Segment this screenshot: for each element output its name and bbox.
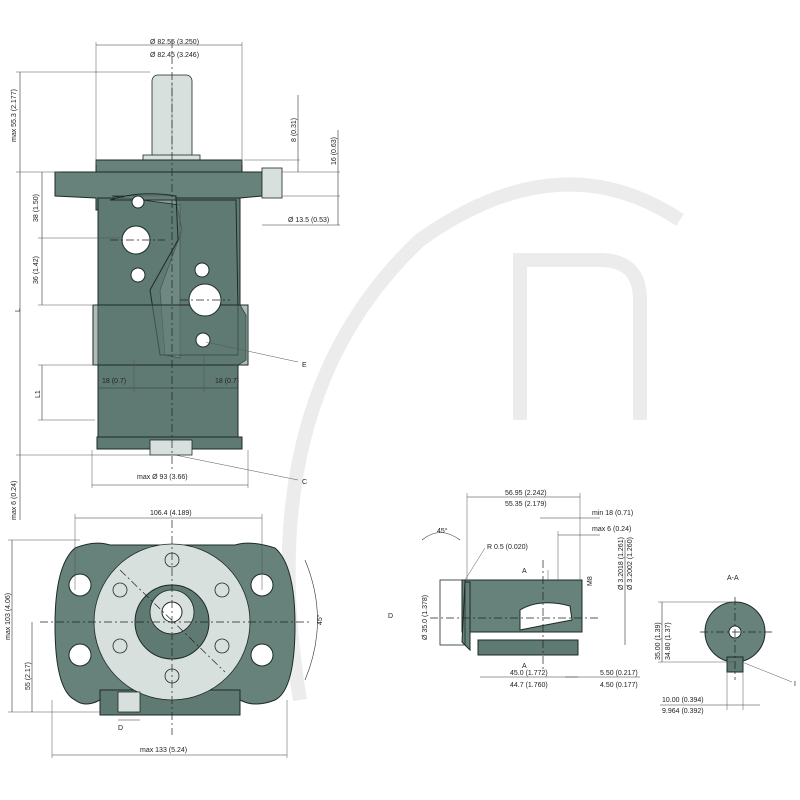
dim-106-4: 106.4 (4.189): [150, 510, 192, 517]
dim-56-95: 56.95 (2.242): [505, 490, 547, 497]
mounting-lug: [261, 167, 283, 199]
key-bottom: [477, 639, 579, 656]
dim-5-50: 5.50 (0.217): [600, 670, 638, 677]
callout-E: E: [302, 362, 307, 369]
dim-93: max Ø 93 (3.66): [137, 474, 188, 481]
dim-L: L: [15, 308, 22, 312]
dim-36: 36 (1.42): [33, 256, 40, 284]
dim-13-5: Ø 13.5 (0.53): [288, 217, 329, 224]
section-aa-view: A-A 35.00 (1.39) 34.80 (1.37) 10.00 (0.3…: [655, 575, 796, 715]
dim-35-00: 35.00 (1.39): [655, 622, 662, 660]
dim-min18: min 18 (0.71): [592, 510, 633, 517]
mount-hole-bl: [68, 643, 92, 667]
dim-45deg-front: 45°: [316, 614, 324, 625]
label-A-bottom: A: [522, 663, 527, 670]
port-b: [188, 283, 222, 317]
dim-38: 38 (1.50): [33, 194, 40, 222]
label-I: I: [794, 681, 796, 688]
dim-dia-32-1: Ø 3.2018 (1.261): [618, 537, 625, 590]
dim-max6: max 6 (0.24): [11, 481, 18, 520]
dim-133: max 133 (5.24): [140, 747, 187, 754]
dim-4-50: 4.50 (0.177): [600, 682, 638, 689]
dim-dia-top-1: Ø 82.55 (3.250): [150, 39, 199, 46]
mount-hole-tl: [68, 573, 92, 597]
thread-hole: [519, 602, 573, 631]
background-watermark: [281, 177, 684, 702]
label-A-top: A: [522, 568, 527, 575]
dim-dia-35: Ø 35.0 (1.378): [422, 595, 429, 640]
dim-max6-shaft: max 6 (0.24): [592, 526, 631, 533]
callout-C: C: [302, 479, 307, 486]
dim-9-964: 9.964 (0.392): [662, 708, 704, 715]
label-D-shaft: D: [388, 613, 393, 620]
dim-45-0: 45.0 (1.772): [510, 670, 548, 677]
section-title: A-A: [727, 575, 739, 582]
front-view: 106.4 (4.189) max 103 (4.06) 55 (2.17) 4…: [5, 510, 324, 758]
label-m8: M8: [587, 576, 594, 586]
drain-cap: [149, 439, 193, 456]
dim-18-right: 18 (0.7): [215, 378, 239, 385]
label-D-front: D: [118, 725, 123, 732]
dim-16: 16 (0.63): [331, 137, 338, 165]
shaft-detail-view: D 45° R 0.5 (0.020) 56.95 (2.242) 55.35 …: [388, 490, 640, 689]
dim-45deg-shaft: 45°: [437, 527, 448, 535]
dim-dia-32-2: Ø 3.2002 (1.260): [627, 537, 634, 590]
dim-55: 55 (2.17): [25, 662, 32, 690]
drain-port: [117, 691, 141, 713]
dim-10-00: 10.00 (0.394): [662, 697, 704, 704]
label-r05: R 0.5 (0.020): [487, 544, 528, 551]
dim-shaft-length: max 55.3 (2.177): [11, 89, 18, 142]
dim-L1: L1: [35, 390, 42, 398]
dim-103: max 103 (4.06): [5, 593, 12, 640]
dim-18-left: 18 (0.7): [102, 378, 126, 385]
dim-dia-top-2: Ø 82.45 (3.246): [150, 52, 199, 59]
mount-hole-br: [250, 643, 274, 667]
dim-34-80: 34.80 (1.37): [665, 622, 672, 660]
top-flange: [95, 159, 243, 173]
dim-55-35: 55.35 (2.179): [505, 501, 547, 508]
side-view: Ø 82.55 (3.250) Ø 82.45 (3.246) max 55.3…: [11, 39, 340, 520]
dim-8: 8 (0.31): [291, 118, 298, 142]
dim-44-7: 44.7 (1.760): [510, 682, 548, 689]
